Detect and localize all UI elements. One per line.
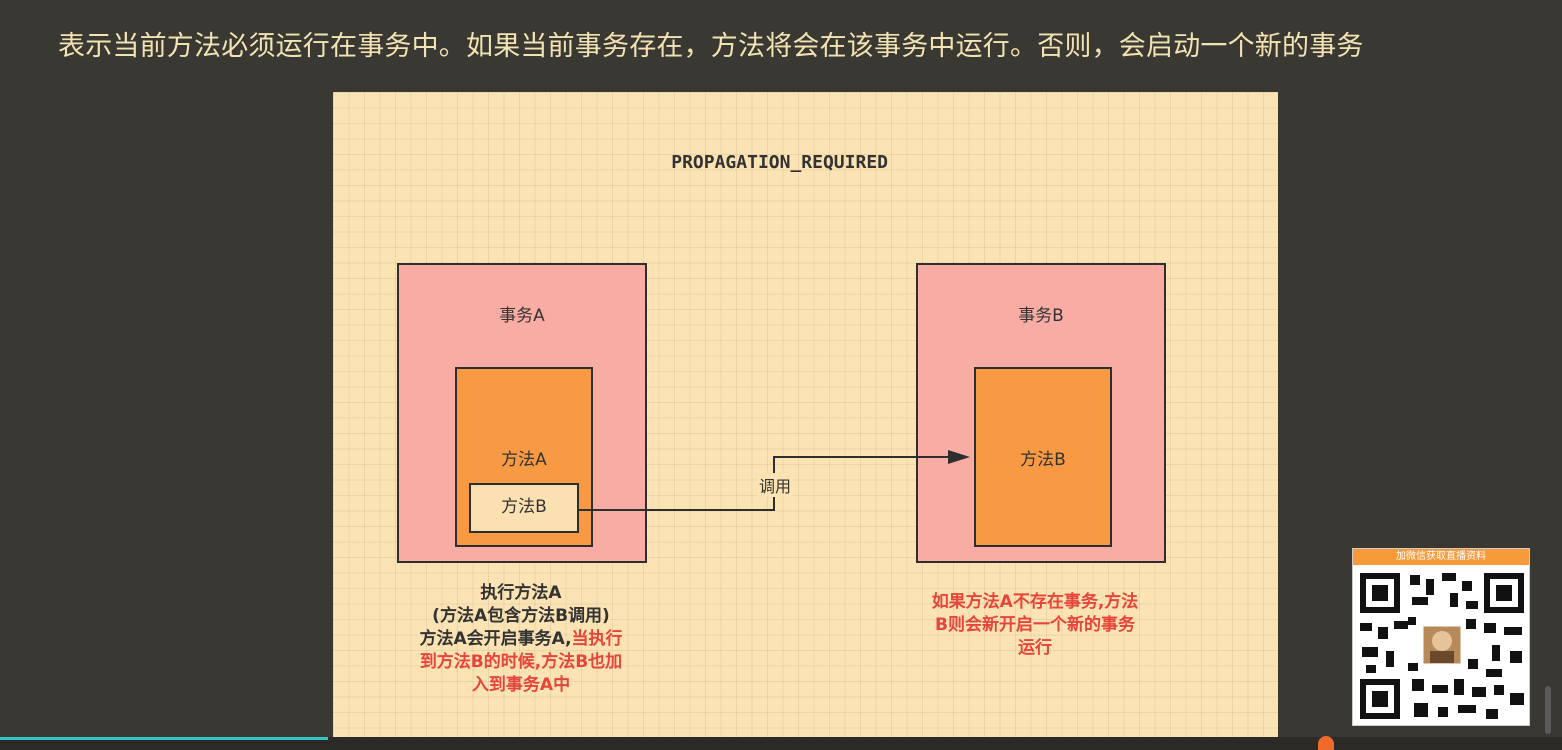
transaction-a-label: 事务A bbox=[499, 306, 545, 326]
method-b-box: 方法B bbox=[974, 367, 1112, 547]
site-logo-icon bbox=[1318, 736, 1334, 750]
diagram-slide: PROPAGATION_REQUIRED 事务A 方法A 方法B 事务B 方法B… bbox=[333, 92, 1278, 750]
method-b-label: 方法B bbox=[1020, 450, 1066, 470]
qr-code-icon bbox=[1360, 573, 1524, 719]
left-caption-line3: 方法A会开启事务A,当执行 bbox=[391, 628, 651, 651]
left-caption: 执行方法A (方法A包含方法B调用) 方法A会开启事务A,当执行 到方法B的时候… bbox=[391, 582, 651, 697]
left-caption-line3-black: 方法A会开启事务A, bbox=[419, 629, 572, 649]
left-caption-line5: 入到事务A中 bbox=[471, 675, 571, 695]
method-a-box: 方法A 方法B bbox=[455, 367, 593, 547]
qr-code-widget[interactable]: 加微信获取直播资料 bbox=[1352, 548, 1530, 726]
right-caption-line2: B则会新开启一个新的事务 bbox=[935, 615, 1135, 635]
right-caption-line3: 运行 bbox=[1018, 638, 1052, 658]
call-label: 调用 bbox=[757, 473, 794, 497]
left-caption-line1: 执行方法A bbox=[480, 583, 562, 603]
transaction-b-label: 事务B bbox=[1018, 306, 1064, 326]
left-caption-line3-red: 当执行 bbox=[571, 629, 623, 649]
scrollbar-thumb[interactable] bbox=[1545, 686, 1551, 734]
headline-text: 表示当前方法必须运行在事务中。如果当前事务存在，方法将会在该事务中运行。否则，会… bbox=[58, 31, 1364, 62]
video-progress[interactable] bbox=[0, 737, 329, 740]
method-a-label: 方法A bbox=[501, 450, 547, 470]
left-caption-line4: 到方法B的时候,方法B也加 bbox=[419, 652, 623, 672]
transaction-a-box: 事务A 方法A 方法B bbox=[397, 263, 647, 563]
call-arrow-head bbox=[948, 450, 970, 464]
method-b-inner-box: 方法B bbox=[469, 483, 579, 533]
right-caption-line1: 如果方法A不存在事务,方法 bbox=[931, 592, 1139, 612]
right-caption: 如果方法A不存在事务,方法 B则会新开启一个新的事务 运行 bbox=[905, 591, 1165, 660]
diagram-title: PROPAGATION_REQUIRED bbox=[671, 152, 888, 173]
left-caption-line2: (方法A包含方法B调用) bbox=[432, 606, 610, 626]
transaction-b-box: 事务B 方法B bbox=[916, 263, 1166, 563]
player-bar bbox=[0, 737, 1562, 750]
qr-header: 加微信获取直播资料 bbox=[1353, 549, 1529, 565]
